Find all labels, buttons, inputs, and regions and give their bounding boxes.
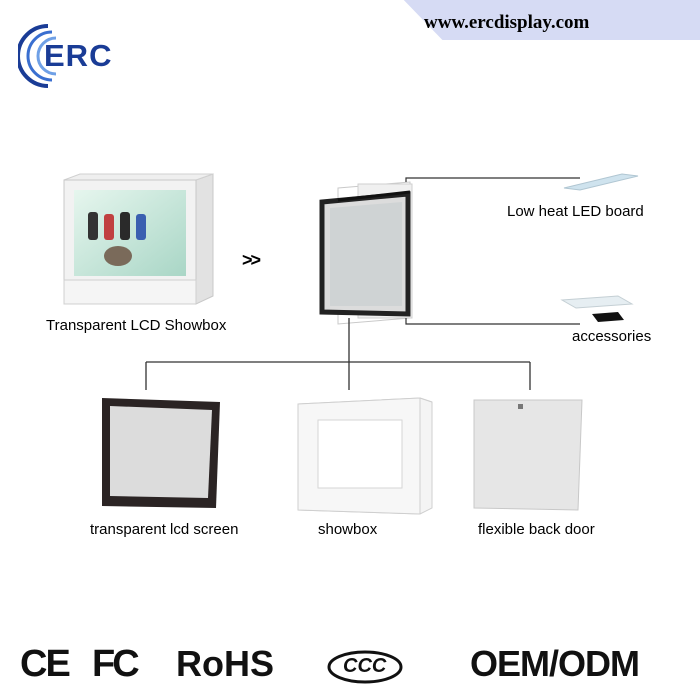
showbox-label: showbox bbox=[318, 521, 378, 538]
rohs-mark: RoHS bbox=[176, 643, 274, 684]
showbox-image bbox=[297, 397, 433, 515]
erc-logo bbox=[16, 20, 128, 90]
callout-lines bbox=[405, 177, 580, 325]
tree-connector-lines bbox=[145, 318, 531, 390]
oem-odm-mark: OEM/ODM bbox=[470, 643, 640, 684]
fc-mark: FC bbox=[92, 643, 140, 685]
led-board-label: Low heat LED board bbox=[507, 203, 644, 220]
ccc-ellipse-icon bbox=[327, 650, 403, 684]
exploded-assembly-image bbox=[319, 181, 413, 325]
transparent-lcd-showbox-image bbox=[63, 173, 214, 305]
double-arrow-icon: >> bbox=[242, 250, 261, 270]
brand-name: ERC bbox=[44, 38, 113, 73]
logo-arcs-icon bbox=[16, 24, 57, 88]
back-door-label: flexible back door bbox=[478, 521, 595, 538]
website-url[interactable]: www.ercdisplay.com bbox=[424, 12, 590, 33]
website-banner bbox=[403, 0, 700, 40]
led-board-image bbox=[563, 173, 639, 191]
lcd-screen-image bbox=[102, 398, 220, 508]
accessories-label: accessories bbox=[572, 328, 652, 345]
ccc-mark: CCC bbox=[326, 649, 404, 684]
lcd-screen-label: transparent lcd screen bbox=[90, 521, 239, 538]
ce-mark: CE bbox=[20, 643, 71, 685]
main-product-label: Transparent LCD Showbox bbox=[46, 317, 227, 334]
accessories-image bbox=[560, 295, 634, 322]
back-door-image bbox=[473, 399, 583, 511]
ccc-label: CCC bbox=[343, 655, 387, 677]
